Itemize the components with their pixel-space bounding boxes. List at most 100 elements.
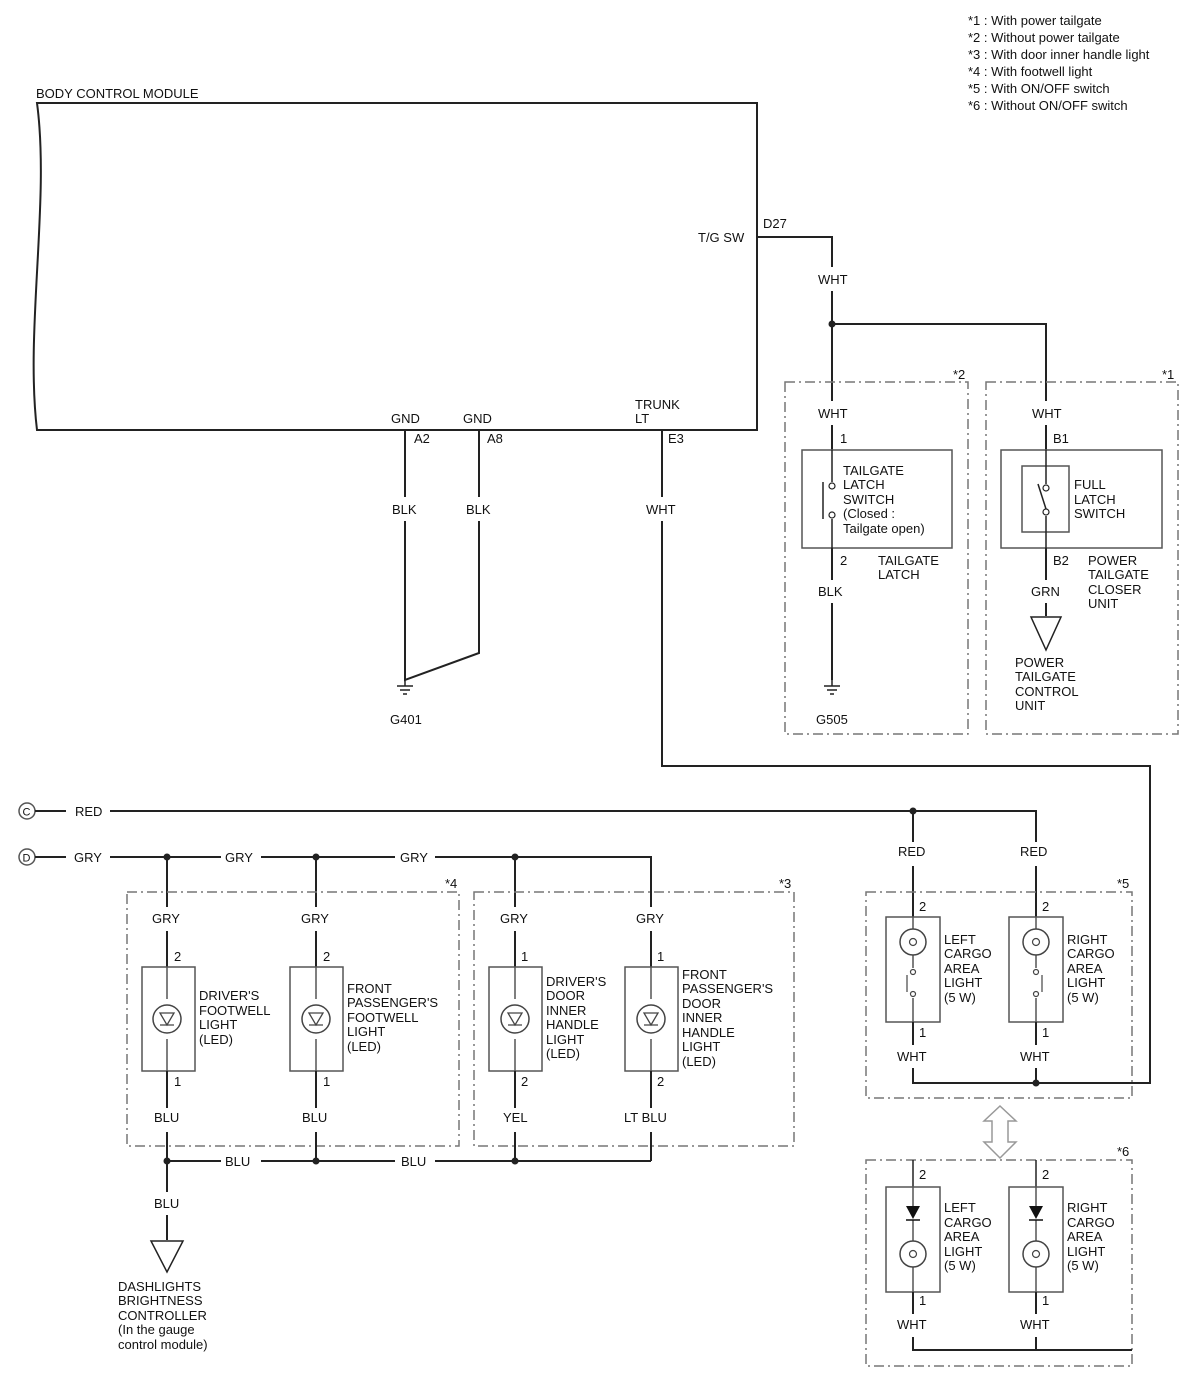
- pin-e3: E3: [668, 431, 684, 446]
- tailgate-latch-switch-label-1: TAILGATE: [843, 463, 904, 478]
- led-icon: [152, 1004, 182, 1034]
- wire-wht-latch-top: WHT: [818, 406, 848, 421]
- ptg-control-label-4: UNIT: [1015, 698, 1045, 713]
- right-cargo-5-label-5: (5 W): [1067, 990, 1099, 1005]
- ptg-control-label-1: POWER: [1015, 655, 1064, 670]
- drv-footwell-label-4: (LED): [199, 1032, 233, 1047]
- pin-2-right-cargo-5: 2: [1042, 899, 1049, 914]
- full-latch-label-3: SWITCH: [1074, 506, 1125, 521]
- wire-yel: YEL: [503, 1110, 528, 1125]
- dash-ctrl-label-5: control module): [118, 1337, 208, 1352]
- front-passenger-door-inner-handle-light: [624, 966, 679, 1072]
- drv-door-label-5: LIGHT: [546, 1032, 584, 1047]
- switch-icon: [909, 968, 917, 976]
- wire-red-c: RED: [75, 804, 102, 819]
- led-icon: [301, 1004, 331, 1034]
- tailgate-latch-switch-label-5: Tailgate open): [843, 521, 925, 536]
- right-cargo-6-label-2: CARGO: [1067, 1215, 1115, 1230]
- note-3: *3 : With door inner handle light: [968, 47, 1150, 62]
- variant-label-5: *5: [1117, 876, 1129, 891]
- variant-box-3: [473, 891, 795, 1147]
- pin-1-right-cargo-5: 1: [1042, 1025, 1049, 1040]
- variant-label-2: *2: [953, 367, 965, 382]
- dash-ctrl-label-4: (In the gauge: [118, 1322, 195, 1337]
- right-cargo-6-label-3: AREA: [1067, 1229, 1103, 1244]
- ground-label-g505: G505: [816, 712, 848, 727]
- dash-ctrl-label-3: CONTROLLER: [118, 1308, 207, 1323]
- note-6: *6 : Without ON/OFF switch: [968, 98, 1128, 113]
- pin-d27: D27: [763, 216, 787, 231]
- splice-point: [828, 320, 836, 328]
- pin-2-left-cargo-5: 2: [919, 899, 926, 914]
- right-cargo-light-switched: [1008, 916, 1064, 1023]
- ptg-control-label-2: TAILGATE: [1015, 669, 1076, 684]
- pin-b1: B1: [1053, 431, 1069, 446]
- left-cargo-5-label-3: AREA: [944, 961, 980, 976]
- wire-blu-seg-1: BLU: [225, 1154, 250, 1169]
- tailgate-latch-switch-symbol: [822, 450, 836, 548]
- full-latch-label-1: FULL: [1074, 477, 1106, 492]
- wire-wht-closer-top: WHT: [1032, 406, 1062, 421]
- note-1: *1 : With power tailgate: [968, 13, 1102, 28]
- wire-gry-drv-door: GRY: [500, 911, 528, 926]
- pin-1-fp-footwell: 1: [323, 1074, 330, 1089]
- pin-2-right-cargo-6: 2: [1042, 1167, 1049, 1182]
- driver-footwell-light: [141, 966, 196, 1072]
- fp-door-label-7: (LED): [682, 1054, 716, 1069]
- fp-door-label-4: INNER: [682, 1010, 722, 1025]
- wire-wht-e3: WHT: [646, 502, 676, 517]
- note-4: *4 : With footwell light: [968, 64, 1093, 79]
- variant-box-4: [126, 891, 460, 1147]
- left-cargo-6-label-2: CARGO: [944, 1215, 992, 1230]
- wire-blk-latch: BLK: [818, 584, 843, 599]
- variant-label-4: *4: [445, 876, 457, 891]
- tailgate-latch-switch-label-4: (Closed :: [843, 506, 895, 521]
- full-latch-label-2: LATCH: [1074, 492, 1116, 507]
- wire-gry-fp-door: GRY: [636, 911, 664, 926]
- bulb-icon: [1022, 928, 1050, 956]
- wire-blu-ctrl: BLU: [154, 1196, 179, 1211]
- fp-door-label-6: LIGHT: [682, 1039, 720, 1054]
- tailgate-latch-unit-label-1: TAILGATE: [878, 553, 939, 568]
- wire-gry-seg-3: GRY: [400, 850, 428, 865]
- pin-label-tg-sw: T/G SW: [698, 230, 745, 245]
- pin-2-drv-door: 2: [521, 1074, 528, 1089]
- wire-wht-right-cargo-6: WHT: [1020, 1317, 1050, 1332]
- pin-label-gnd-a2: GND: [391, 411, 420, 426]
- switch-icon: [1032, 968, 1040, 976]
- left-cargo-6-label-5: (5 W): [944, 1258, 976, 1273]
- tg-sw-circuit: WHT: [757, 236, 1047, 401]
- wire-blu-seg-2: BLU: [401, 1154, 426, 1169]
- full-latch-box: [1000, 449, 1163, 549]
- footwell-light-group: *4 GRY GRY 2 2 DRIVER'S FOOTWELL LIGHT (…: [126, 876, 460, 1147]
- right-cargo-5-label-4: LIGHT: [1067, 975, 1105, 990]
- diode-icon: [906, 1206, 920, 1219]
- pin-1-right-cargo-6: 1: [1042, 1293, 1049, 1308]
- ground-symbol-g505: [824, 680, 840, 695]
- left-cargo-5-label-4: LIGHT: [944, 975, 982, 990]
- pin-1-drv-footwell: 1: [174, 1074, 181, 1089]
- wire-gry-fp-footwell: GRY: [301, 911, 329, 926]
- ground-circuit-g401: BLK BLK G401: [390, 430, 491, 727]
- left-cargo-6-label-1: LEFT: [944, 1200, 976, 1215]
- dash-ctrl-label-2: BRIGHTNESS: [118, 1293, 203, 1308]
- wire-gry-d: GRY: [74, 850, 102, 865]
- wire-grn: GRN: [1031, 584, 1060, 599]
- bcm-title: BODY CONTROL MODULE: [36, 86, 199, 101]
- tailgate-latch-switch-label-2: LATCH: [843, 477, 885, 492]
- tailgate-latch-switch-label-3: SWITCH: [843, 492, 894, 507]
- closer-unit-label-3: CLOSER: [1088, 582, 1141, 597]
- drv-door-label-6: (LED): [546, 1046, 580, 1061]
- fp-footwell-label-3: FOOTWELL: [347, 1010, 419, 1025]
- pin-2-fp-door: 2: [657, 1074, 664, 1089]
- drv-footwell-label-1: DRIVER'S: [199, 988, 260, 1003]
- door-handle-light-group: *3 GRY GRY 1 1 DRIVER'S DOOR INNER HANDL…: [473, 876, 795, 1147]
- full-latch-switch-symbol: [1021, 450, 1070, 548]
- drv-door-label-1: DRIVER'S: [546, 974, 607, 989]
- left-cargo-5-label-2: CARGO: [944, 946, 992, 961]
- bulb-icon: [899, 928, 927, 956]
- pin-1-left-cargo-5: 1: [919, 1025, 926, 1040]
- variant-box-1: [985, 381, 1179, 735]
- fp-door-label-5: HANDLE: [682, 1025, 735, 1040]
- pin-2-drv-footwell: 2: [174, 949, 181, 964]
